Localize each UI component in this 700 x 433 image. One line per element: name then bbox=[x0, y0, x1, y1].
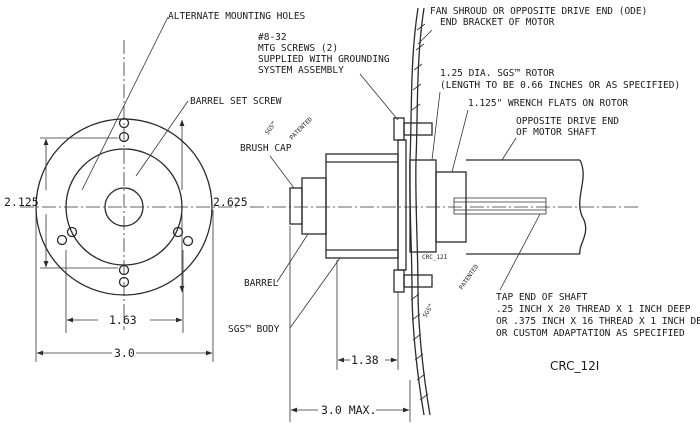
mounting-hole-left-1 bbox=[56, 234, 68, 246]
label-fan-1: FAN SHROUD OR OPPOSITE DRIVE END (ODE) bbox=[430, 6, 647, 17]
mounting-hole-right-2 bbox=[182, 235, 194, 247]
tap-hole bbox=[453, 197, 547, 215]
leader-rotor bbox=[431, 91, 441, 161]
label-rotor-2: (LENGTH TO BE 0.66 INCHES OR AS SPECIFIE… bbox=[440, 80, 680, 91]
label-barrel-set-screw: BARREL SET SCREW bbox=[190, 96, 282, 107]
top-screw-body bbox=[403, 122, 433, 136]
label-screws-3: SUPPLIED WITH GROUNDING bbox=[258, 54, 390, 65]
label-tap-1: TAP END OF SHAFT bbox=[496, 292, 588, 303]
label-brush-cap: BRUSH CAP bbox=[240, 143, 292, 154]
leader-sgs-body bbox=[289, 257, 341, 329]
label-sgs-sup: SGS™ bbox=[264, 120, 278, 136]
label-barrel: BARREL bbox=[244, 278, 279, 289]
leader-brush-cap bbox=[269, 155, 295, 189]
label-tap-3: OR .375 INCH X 16 THREAD X 1 INCH DEEP bbox=[496, 316, 700, 327]
rotor-flange bbox=[409, 159, 437, 253]
label-patented: PATENTED bbox=[288, 116, 314, 142]
label-sgs-body: SGS™ BODY bbox=[228, 324, 280, 335]
label-alternate-holes: ALTERNATE MOUNTING HOLES bbox=[168, 11, 306, 22]
sgs-body bbox=[325, 153, 399, 259]
label-tap-2: .25 INCH X 20 THREAD X 1 INCH DEEP bbox=[496, 304, 691, 315]
label-fan-2: END BRACKET OF MOTOR bbox=[440, 17, 555, 28]
label-ode-2: OF MOTOR SHAFT bbox=[516, 127, 596, 138]
dim-30-label: 3.0 bbox=[114, 346, 135, 360]
barrel bbox=[301, 177, 327, 235]
mounting-hole-left-2 bbox=[66, 226, 78, 238]
shaft-break bbox=[579, 159, 587, 255]
side-view: 1.38 3.0 MAX. #8-32 MTG SCREWS (2) SUPPL… bbox=[228, 6, 700, 422]
label-crc-small: CRC_12I bbox=[422, 254, 448, 261]
drawing-code: CRC_12I bbox=[550, 359, 599, 373]
front-view: 2.125 2.625 1.63 3.0 ALTERNATE MOUNTING … bbox=[4, 11, 306, 362]
label-wrench: 1.125" WRENCH FLATS ON ROTOR bbox=[468, 98, 628, 109]
label-ode-1: OPPOSITE DRIVE END bbox=[516, 116, 619, 127]
dim-138-label: 1.38 bbox=[351, 353, 379, 367]
leader-tap bbox=[499, 213, 541, 291]
top-screw-nut bbox=[393, 117, 405, 141]
fan-shroud-hatch bbox=[410, 23, 429, 401]
mounting-hole-right-1 bbox=[172, 226, 184, 238]
brush-cap bbox=[289, 187, 303, 225]
dim-2625-label: 2.625 bbox=[213, 195, 248, 209]
leader-fan bbox=[417, 29, 433, 45]
motor-shaft bbox=[466, 159, 580, 255]
bottom-screw-nut bbox=[393, 269, 405, 293]
label-tap-4: OR CUSTOM ADAPTATION AS SPECIFIED bbox=[496, 328, 685, 339]
mounting-plate bbox=[397, 139, 407, 271]
dim-30max-label: 3.0 MAX. bbox=[321, 403, 376, 417]
leader-wrench bbox=[451, 109, 469, 173]
dim-163-label: 1.63 bbox=[109, 313, 137, 327]
label-screws-4: SYSTEM ASSEMBLY bbox=[258, 65, 344, 76]
label-sgs-sup-lower: SGS™ bbox=[422, 303, 435, 319]
dim-2125-label: 2.125 bbox=[4, 195, 39, 209]
leader-alternate-holes bbox=[81, 16, 169, 191]
fan-shroud-back bbox=[415, 7, 431, 416]
leader-barrel bbox=[276, 233, 309, 283]
bottom-screw-body bbox=[403, 274, 433, 288]
label-patented-shaft: PATENTED bbox=[458, 263, 481, 291]
tap-hole-thread bbox=[454, 201, 546, 211]
leader-screws bbox=[359, 73, 399, 121]
leader-barrel-set-screw bbox=[135, 100, 189, 177]
label-rotor-1: 1.25 DIA. SGS™ ROTOR bbox=[440, 68, 555, 79]
leader-ode bbox=[501, 137, 517, 161]
label-screws-2: MTG SCREWS (2) bbox=[258, 43, 338, 54]
label-screws-1: #8-32 bbox=[258, 32, 287, 43]
